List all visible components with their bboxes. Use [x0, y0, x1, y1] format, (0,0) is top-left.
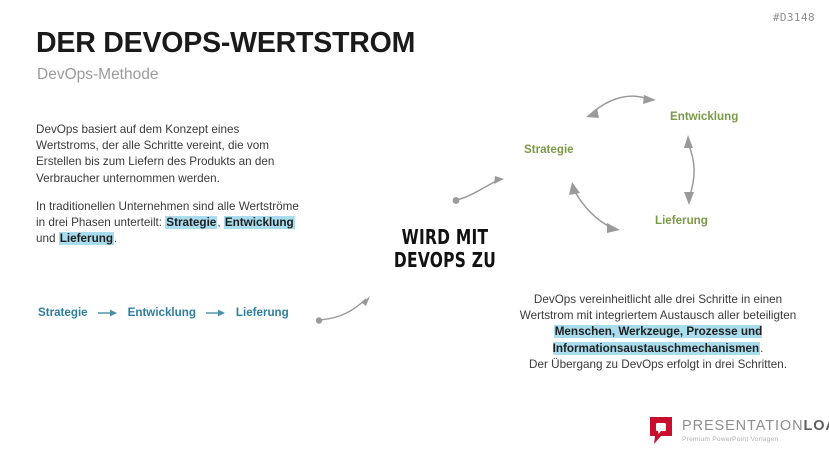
highlight-strategie: Strategie — [165, 216, 218, 230]
paragraph-intro: DevOps basiert auf dem Konzept eines Wer… — [36, 123, 275, 185]
highlight-entwicklung: Entwicklung — [223, 216, 295, 230]
left-body-text: DevOps basiert auf dem Konzept eines Wer… — [36, 122, 302, 247]
chain-item-entwicklung: Entwicklung — [127, 306, 196, 319]
cycle-arc-right-icon — [684, 135, 695, 205]
phase-chain: Strategie Entwicklung Lieferung — [38, 306, 289, 319]
right-paragraph-closing: Der Übergang zu DevOps erfolgt in drei S… — [529, 357, 787, 371]
right-body-text: DevOps vereinheitlicht alle drei Schritt… — [508, 292, 808, 373]
chain-arrow-right-icon — [97, 309, 117, 316]
connector-chain-to-center — [312, 288, 442, 338]
logo-word-load: LOAD — [803, 418, 829, 434]
presentationload-logo: PRESENTATIONLOAD® Premium PowerPoint Vor… — [648, 416, 829, 446]
logo-tagline: Premium PowerPoint Vorlagen — [682, 435, 779, 443]
chain-item-strategie: Strategie — [38, 306, 88, 319]
logo-text: PRESENTATIONLOAD® Premium PowerPoint Vor… — [682, 416, 829, 443]
speech-bubble-icon — [650, 417, 672, 444]
cycle-label-entwicklung: Entwicklung — [670, 110, 739, 123]
paragraph-phases-lead: In traditionellen Unternehmen sind alle … — [36, 199, 299, 230]
right-paragraph-period: . — [760, 341, 764, 355]
devops-cycle-diagram: Strategie Entwicklung Lieferung — [500, 90, 800, 250]
cycle-arrows-group — [569, 95, 695, 233]
connector-center-to-cycle — [448, 172, 568, 222]
cycle-arc-top-icon — [586, 95, 656, 118]
center-headline: WIRD MIT DEVOPS ZU — [372, 226, 518, 272]
logo-wordmark: PRESENTATIONLOAD® — [682, 419, 829, 434]
cycle-label-strategie: Strategie — [524, 143, 574, 156]
cycle-label-lieferung: Lieferung — [655, 214, 708, 227]
phase-separator-2: und — [36, 232, 59, 246]
center-headline-line-2: DEVOPS ZU — [393, 248, 497, 272]
right-paragraph-lead: DevOps vereinheitlicht alle drei Schritt… — [519, 293, 797, 323]
chain-item-lieferung: Lieferung — [235, 306, 289, 319]
page-subtitle: DevOps-Methode — [37, 66, 159, 83]
chain-arrow-right-icon-2 — [205, 309, 225, 316]
page-title: DER DEVOPS-WERTSTROM — [36, 27, 416, 59]
right-paragraph: DevOps vereinheitlicht alle drei Schritt… — [508, 292, 808, 357]
phase-separator-1: , — [217, 216, 224, 230]
paragraph-phases: In traditionellen Unternehmen sind alle … — [36, 199, 302, 248]
phase-separator-3: . — [114, 232, 118, 246]
logo-word-presentation: PRESENTATION — [682, 418, 804, 434]
highlight-menschen-werkzeuge: Menschen, Werkzeuge, Prozesse und Inform… — [552, 325, 763, 355]
highlight-lieferung: Lieferung — [58, 232, 114, 246]
center-headline-line-1: WIRD MIT — [401, 225, 489, 249]
document-id: #D3148 — [772, 11, 815, 24]
cycle-arc-bottom-icon — [569, 182, 620, 233]
